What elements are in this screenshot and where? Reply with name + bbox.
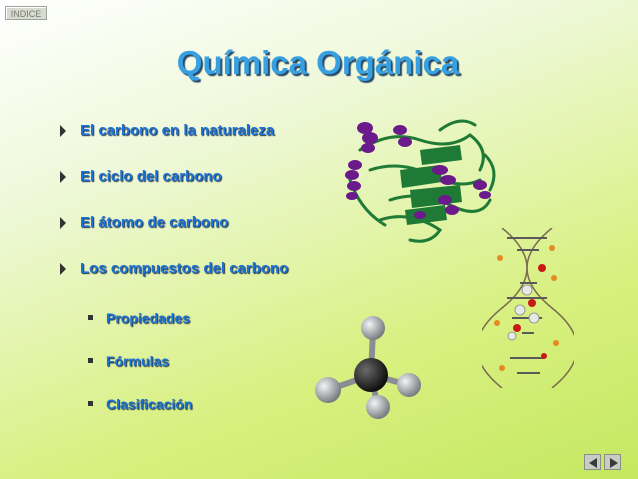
triangle-right-icon: [60, 171, 66, 183]
bullet-item[interactable]: El carbono en la naturaleza: [60, 122, 288, 168]
bullet-text: El átomo de carbono: [80, 214, 229, 231]
slide-title: Química Orgánica: [176, 44, 460, 81]
sub-bullet-text: Fórmulas: [106, 353, 170, 369]
bullet-text: Los compuestos del carbono: [80, 260, 289, 277]
prev-slide-button[interactable]: [584, 454, 601, 470]
protein-structure-image: [345, 119, 496, 243]
bullet-text: El carbono en la naturaleza: [80, 122, 275, 139]
arrow-right-icon: [610, 458, 618, 468]
sub-bullet-item[interactable]: Fórmulas: [88, 353, 192, 396]
methane-molecule-image: [315, 316, 421, 419]
bullet-list: El carbono en la naturaleza El ciclo del…: [60, 122, 288, 306]
bullet-item[interactable]: El ciclo del carbono: [60, 168, 288, 214]
square-icon: [88, 315, 93, 320]
bullet-text: El ciclo del carbono: [80, 168, 222, 185]
sub-bullet-text: Propiedades: [106, 310, 191, 326]
square-icon: [88, 401, 93, 406]
triangle-right-icon: [60, 125, 66, 137]
sub-bullet-text: Clasificación: [106, 396, 193, 412]
triangle-right-icon: [60, 217, 66, 229]
sub-bullet-item[interactable]: Clasificación: [88, 396, 192, 439]
dna-helix-image: [482, 228, 574, 388]
arrow-left-icon: [589, 458, 597, 468]
indice-button[interactable]: INDICE: [5, 6, 47, 20]
bullet-item[interactable]: El átomo de carbono: [60, 214, 288, 260]
square-icon: [88, 358, 93, 363]
sub-bullet-item[interactable]: Propiedades: [88, 310, 192, 353]
sub-bullet-list: Propiedades Fórmulas Clasificación: [88, 310, 192, 439]
triangle-right-icon: [60, 263, 66, 275]
bullet-item[interactable]: Los compuestos del carbono: [60, 260, 288, 306]
next-slide-button[interactable]: [604, 454, 621, 470]
